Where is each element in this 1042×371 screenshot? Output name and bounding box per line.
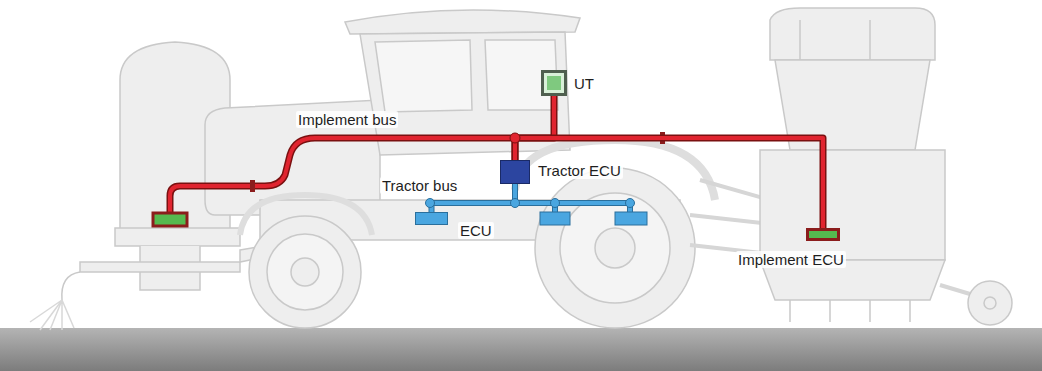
junction-dot — [510, 133, 520, 143]
ecu-box — [540, 212, 570, 225]
implement-ecu-box — [153, 213, 187, 226]
ecu-box: ECU — [415, 212, 448, 225]
tractor-ecu-box: Tractor ECU — [500, 160, 530, 184]
ground — [0, 328, 1042, 371]
junction-dot — [626, 199, 635, 208]
implement-bus-connector — [515, 96, 554, 160]
bus-wire — [515, 96, 554, 160]
implement-bus-branch — [170, 138, 515, 213]
bus-wire — [515, 138, 823, 228]
junction-dot — [551, 199, 560, 208]
implement-bus-branch — [170, 138, 515, 213]
user-terminal: UT — [541, 70, 567, 96]
bus-connector — [250, 180, 255, 192]
bus-wire — [515, 96, 554, 160]
junction-dot — [426, 199, 435, 208]
node-label: UT — [572, 75, 596, 92]
bus-wire — [515, 138, 823, 228]
ecu-box — [615, 212, 647, 225]
node-label: ECU — [458, 222, 494, 239]
implement-ecu-box: Implement ECU — [806, 228, 840, 241]
bus-label: Implement bus — [296, 111, 398, 128]
node-label: Tractor ECU — [536, 162, 623, 179]
implement-bus-connector — [515, 138, 823, 228]
node-label: Implement ECU — [736, 251, 846, 268]
bus-label: Tractor bus — [380, 177, 459, 194]
junction-dot — [511, 199, 520, 208]
